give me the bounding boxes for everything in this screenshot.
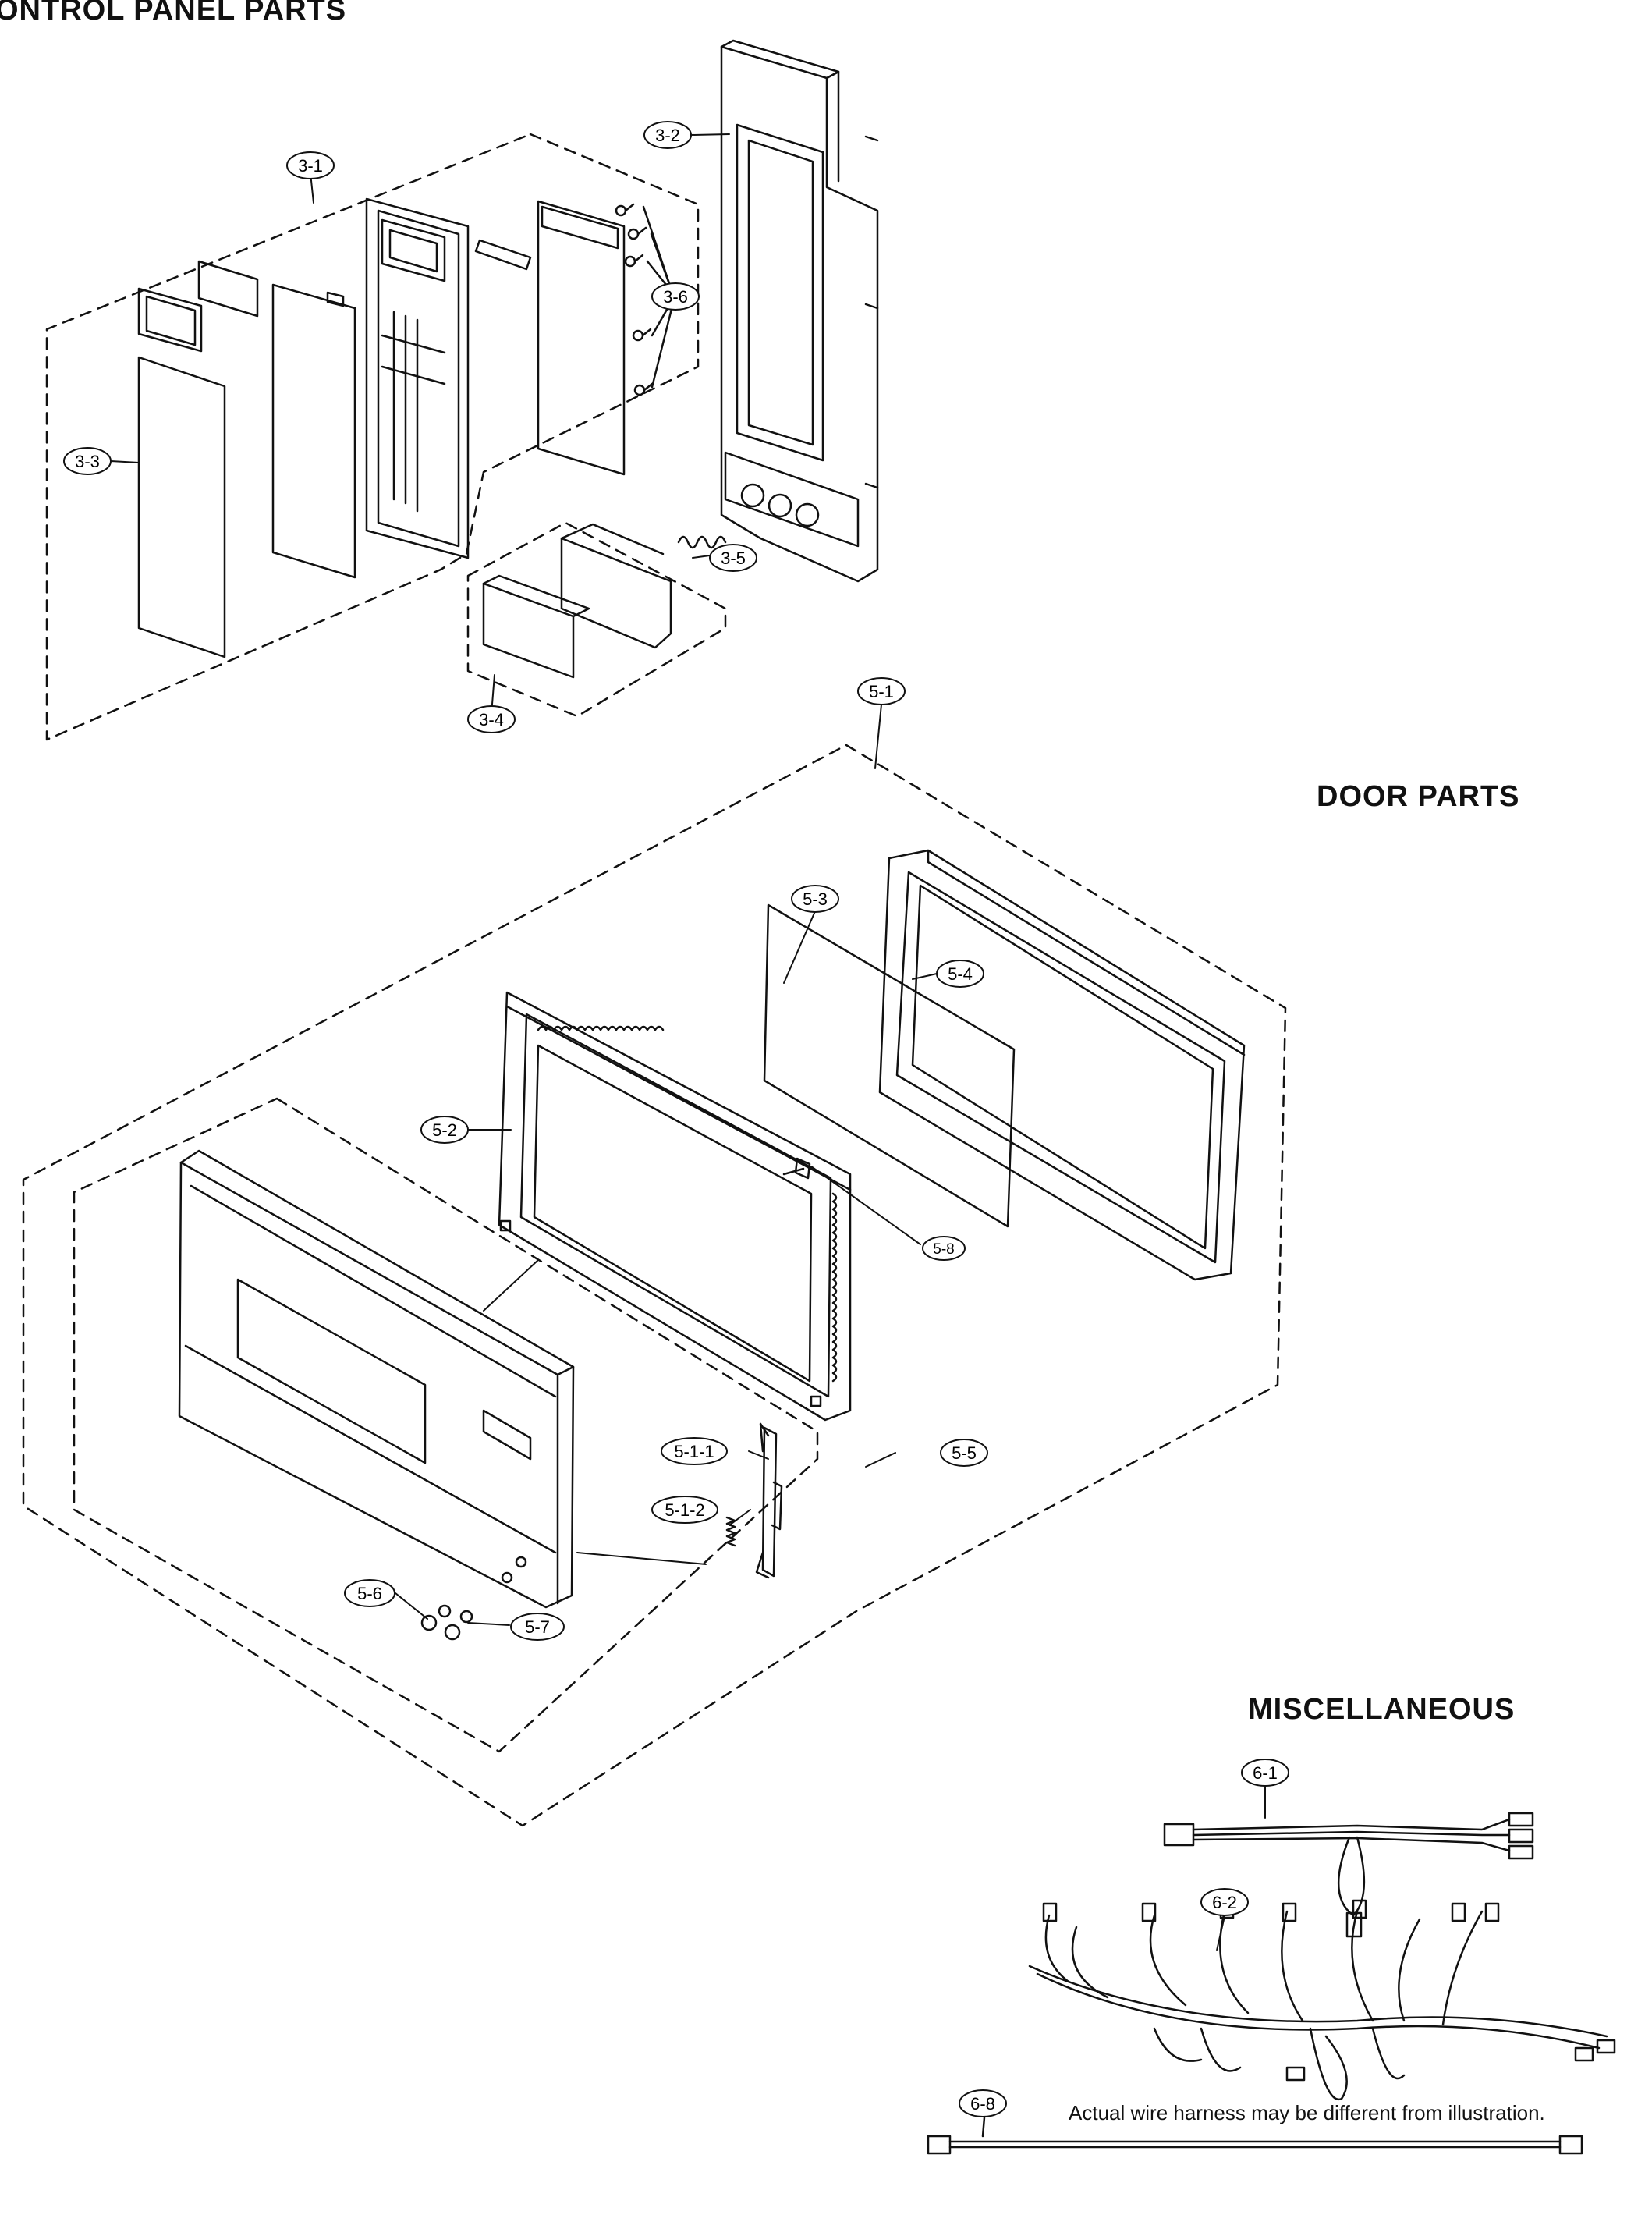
callout-5-3: 5-3	[791, 885, 839, 913]
callout-5-8-label: 5-8	[933, 1241, 954, 1258]
spring-3-5	[677, 535, 727, 549]
callout-5-2-label: 5-2	[432, 1120, 457, 1140]
callout-5-1-2: 5-1-2	[651, 1496, 718, 1524]
callout-5-5-label: 5-5	[952, 1443, 977, 1463]
callout-3-2: 3-2	[643, 121, 692, 149]
callout-5-6: 5-6	[344, 1579, 395, 1607]
callout-5-1-2-label: 5-1-2	[665, 1500, 704, 1520]
screws-5-6-5-7	[420, 1604, 473, 1641]
callout-5-2: 5-2	[420, 1116, 469, 1144]
callout-5-8: 5-8	[922, 1236, 966, 1261]
control-panel-parts-heading: ONTROL PANEL PARTS	[0, 0, 347, 27]
callout-5-3-label: 5-3	[803, 889, 828, 909]
callout-3-4-label: 3-4	[479, 710, 504, 729]
callout-5-1-label: 5-1	[869, 682, 894, 701]
callout-5-7-label: 5-7	[525, 1617, 550, 1637]
callouts: 3-1 3-2 3-3 3-4 3-5 3-6 5-1 5-3 5-4 5-2 …	[63, 121, 1289, 2117]
callout-6-2: 6-2	[1200, 1888, 1249, 1916]
callout-6-8-label: 6-8	[970, 2094, 995, 2114]
door-front-panel	[178, 1149, 575, 1609]
callout-6-8: 6-8	[959, 2089, 1007, 2117]
door-parts-heading: DOOR PARTS	[1317, 780, 1520, 813]
callout-3-3-label: 3-3	[75, 452, 100, 471]
screws-3-6	[615, 203, 674, 396]
callout-3-3: 3-3	[63, 447, 112, 475]
door-button-3-4	[482, 523, 672, 679]
miscellaneous-heading: MISCELLANEOUS	[1248, 1693, 1516, 1726]
callout-5-1: 5-1	[857, 677, 906, 705]
callout-3-6: 3-6	[651, 282, 700, 311]
callout-3-1-label: 3-1	[298, 156, 323, 176]
callout-3-5-label: 3-5	[721, 548, 746, 568]
callout-5-1-1: 5-1-1	[661, 1437, 728, 1465]
group-5-1-outline	[22, 744, 1287, 1827]
callout-5-4: 5-4	[936, 960, 984, 988]
callout-5-1-1-label: 5-1-1	[674, 1442, 714, 1461]
circuit-board	[537, 200, 626, 476]
glass-sheet-5-3	[763, 903, 1016, 1228]
small-film	[197, 260, 259, 318]
group-3-1-outline	[45, 133, 700, 741]
callout-3-6-label: 3-6	[663, 287, 688, 307]
cable-6-8	[927, 2116, 1583, 2155]
door-inner-frame-5-2	[498, 991, 852, 1422]
panel-sheet-3-3	[137, 356, 226, 658]
thin-bar	[474, 239, 532, 271]
callout-6-1: 6-1	[1241, 1759, 1289, 1787]
latch-spring-5-1-2	[725, 1516, 736, 1547]
callout-6-2-label: 6-2	[1212, 1893, 1237, 1912]
callout-3-4: 3-4	[467, 705, 516, 733]
screw-5-8	[782, 1157, 811, 1180]
callout-3-1: 3-1	[286, 151, 335, 179]
wire-harness-6-2	[1028, 1899, 1616, 2101]
membrane-sheet	[271, 283, 356, 579]
wire-harness-6-1	[1163, 1812, 1534, 1938]
door-frame-5-4	[878, 849, 1246, 1281]
display-window	[137, 287, 203, 353]
callout-3-2-label: 3-2	[655, 126, 680, 145]
latch-5-1-1	[755, 1422, 783, 1579]
group-3-4-outline	[466, 521, 727, 718]
callout-5-7: 5-7	[510, 1613, 565, 1641]
wire-harness-note: Actual wire harness may be different fro…	[1069, 2101, 1545, 2124]
callout-5-6-label: 5-6	[357, 1584, 382, 1603]
control-frame-3-2	[720, 39, 879, 583]
callout-6-1-label: 6-1	[1253, 1763, 1278, 1783]
keypad-frame	[365, 197, 470, 559]
callout-3-5: 3-5	[709, 544, 757, 572]
group-5-5-outline	[73, 1097, 819, 1753]
callout-5-5: 5-5	[940, 1439, 988, 1467]
callout-5-4-label: 5-4	[948, 964, 973, 984]
